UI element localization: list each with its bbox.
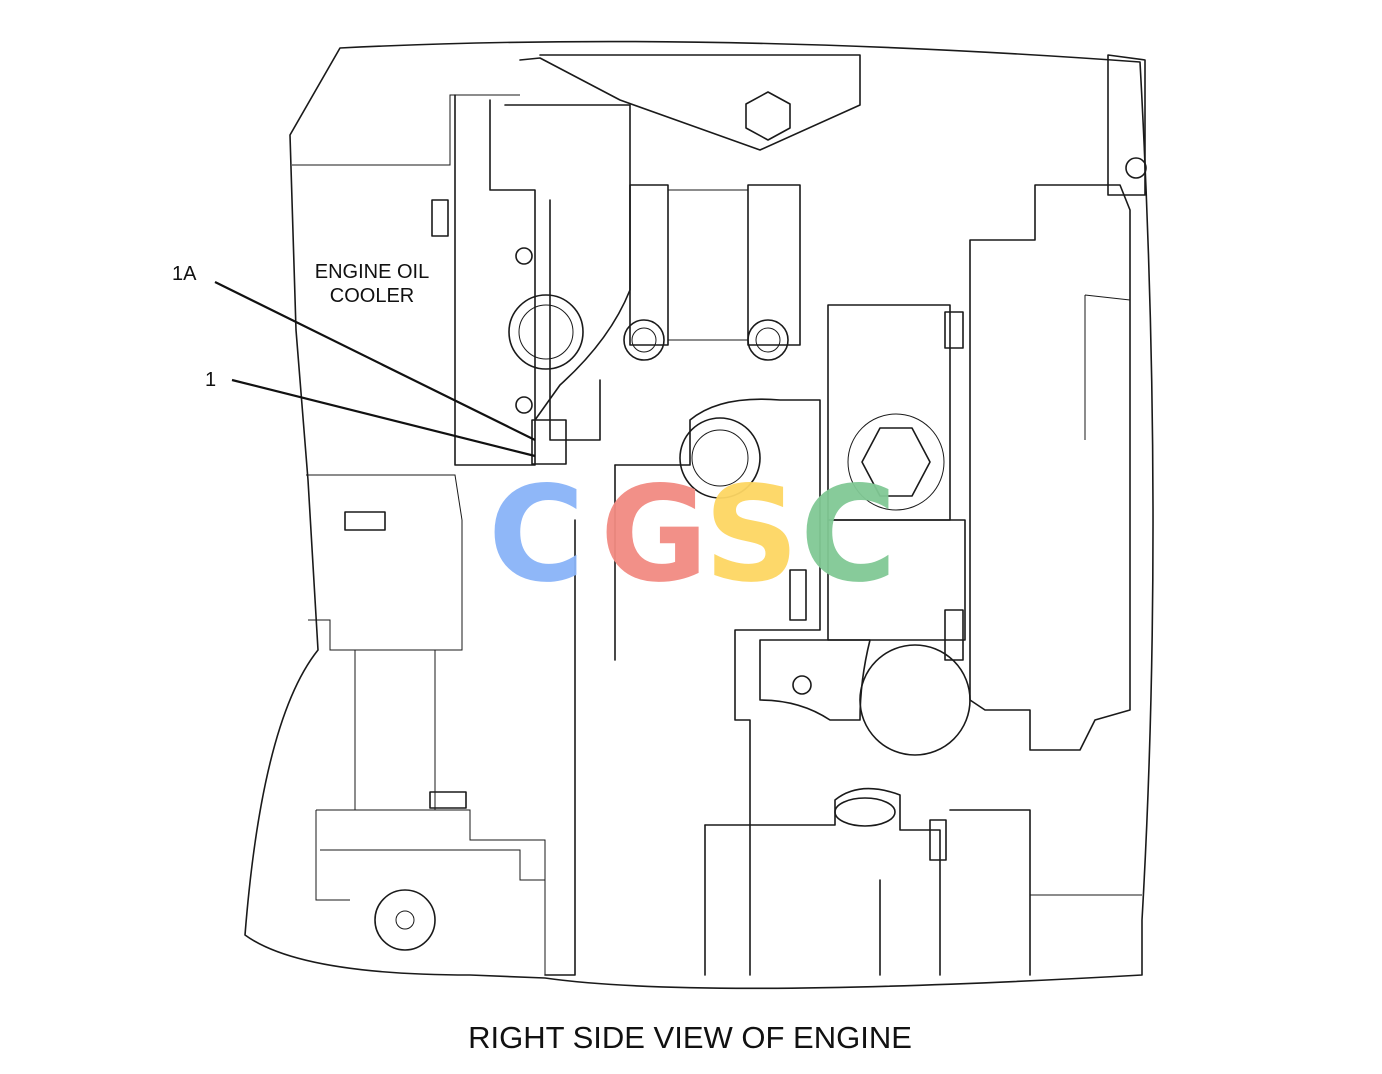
callout-1-label: 1 [205, 369, 216, 391]
watermark-logo: C G S C [488, 458, 897, 612]
figure-caption: RIGHT SIDE VIEW OF ENGINE [468, 1020, 912, 1055]
leader-1 [231, 378, 536, 458]
engine-oil-cooler-label-line1: ENGINE OIL [315, 261, 429, 283]
watermark-letter-c2: C [800, 458, 897, 612]
engine-oil-cooler-label-line2: COOLER [330, 285, 414, 307]
watermark-letter-c1: C [488, 458, 585, 612]
watermark-letter-s: S [704, 458, 799, 612]
engine-outline [244, 40, 1154, 990]
leader-1a [214, 281, 536, 441]
watermark-letter-g: G [600, 458, 708, 612]
callout-1a-label: 1A [172, 263, 197, 285]
